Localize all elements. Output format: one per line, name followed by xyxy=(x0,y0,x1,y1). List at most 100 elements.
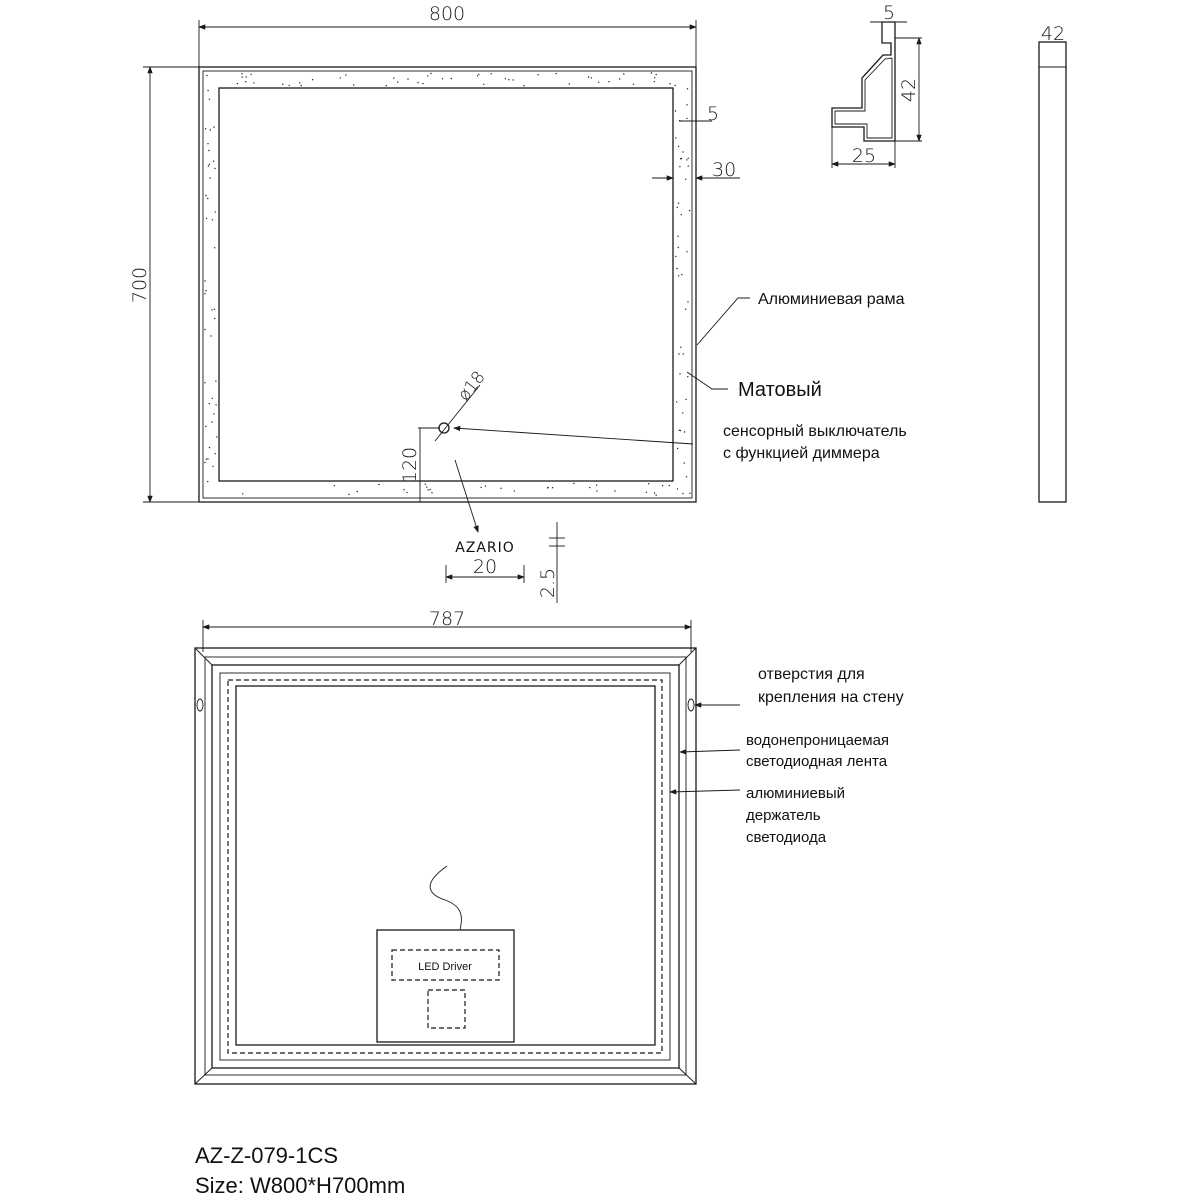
stipple-dot xyxy=(236,82,239,85)
stipple-dot xyxy=(208,163,211,165)
stipple-dot xyxy=(687,376,689,378)
side-view: 42 xyxy=(1038,23,1067,503)
stipple-dot xyxy=(245,76,247,78)
stipple-dot xyxy=(682,353,684,355)
depth-dimension: 42 xyxy=(1041,23,1065,45)
stipple-dot xyxy=(241,76,243,78)
stipple-dot xyxy=(619,78,621,80)
bevel-corner xyxy=(678,1067,697,1085)
stipple-dot xyxy=(614,490,616,492)
stipple-dot xyxy=(623,73,625,75)
switch-diameter: ø18 xyxy=(454,368,489,406)
frame-back xyxy=(211,664,680,1069)
stipple-dot xyxy=(429,488,431,491)
stipple-dot xyxy=(333,485,335,487)
stipple-dot xyxy=(632,83,635,86)
power-cable xyxy=(429,865,462,931)
profile-outline xyxy=(831,21,896,142)
stipple-dot xyxy=(207,197,209,200)
stipple-dot xyxy=(205,425,207,428)
stipple-dot xyxy=(555,72,557,75)
stipple-dot xyxy=(212,465,214,468)
stipple-dot xyxy=(677,202,680,204)
switch-label-2: с функцией диммера xyxy=(723,445,880,462)
switch-offset-dimension: 120 xyxy=(399,447,421,483)
wall-mount-hole xyxy=(687,698,695,712)
stipple-dot xyxy=(679,166,681,168)
stipple-dot xyxy=(484,485,487,487)
stipple-dot xyxy=(483,83,485,86)
stipple-dot xyxy=(551,487,554,489)
stipple-dot xyxy=(678,429,681,431)
stipple-dot xyxy=(214,167,216,170)
stipple-dot xyxy=(645,491,648,494)
stipple-dot xyxy=(441,78,444,80)
stipple-dot xyxy=(207,458,209,460)
strip-label-1: водонепроницаемая xyxy=(746,732,889,749)
stipple-dot xyxy=(682,151,684,153)
stipple-dot xyxy=(677,246,679,249)
stipple-dot xyxy=(206,74,208,77)
height-dimension: 700 xyxy=(129,267,151,303)
stipple-dot xyxy=(204,128,207,130)
frame-label: Алюминиевая рама xyxy=(758,291,905,308)
stipple-dot xyxy=(208,446,211,449)
stipple-dot xyxy=(300,84,302,87)
stipple-dot xyxy=(213,413,215,415)
stipple-dot xyxy=(677,145,680,147)
profile-inner xyxy=(834,57,893,139)
matte-leader xyxy=(686,371,728,390)
stipple-dot xyxy=(653,81,655,83)
holes-label-2: крепления на стену xyxy=(758,689,904,706)
stipple-dot xyxy=(476,75,479,77)
stipple-dot xyxy=(682,492,684,495)
bevel-corner xyxy=(678,647,697,666)
stipple-dot xyxy=(655,494,657,496)
stipple-dot xyxy=(654,77,656,79)
stipple-dot xyxy=(211,219,213,221)
back-width-dimension: 787 xyxy=(429,608,465,630)
stipple-dot xyxy=(204,293,206,295)
stipple-dot xyxy=(348,493,350,496)
stipple-dot xyxy=(213,126,215,128)
stipple-dot xyxy=(480,486,482,489)
stipple-dot xyxy=(210,335,212,337)
stipple-dot xyxy=(211,397,213,399)
stipple-dot xyxy=(686,117,688,120)
holder-outline xyxy=(219,672,671,1061)
stipple-dot xyxy=(681,273,683,276)
stipple-dot xyxy=(680,157,683,160)
stipple-dot xyxy=(242,493,244,495)
stipple-dot xyxy=(397,81,399,83)
stipple-dot xyxy=(608,81,610,83)
stipple-dot xyxy=(339,77,341,79)
stipple-dot xyxy=(676,447,679,450)
stipple-dot xyxy=(214,453,216,455)
stipple-dot xyxy=(478,73,480,76)
stipple-dot xyxy=(685,178,687,180)
frame-gap-dimension: 5 xyxy=(707,103,719,125)
stipple-dot xyxy=(214,317,216,320)
stipple-dot xyxy=(678,275,680,277)
stipple-dot xyxy=(573,482,575,485)
frame-leader xyxy=(696,297,750,346)
stipple-dot xyxy=(547,486,549,489)
logo-height-dimension: 2.5 xyxy=(537,568,559,598)
stipple-dot xyxy=(686,88,689,90)
stipple-dot xyxy=(677,235,679,237)
stipple-dot xyxy=(650,72,653,74)
stipple-dot xyxy=(675,401,678,403)
logo-leader xyxy=(454,459,479,533)
stipple-dot xyxy=(504,78,507,80)
stipple-dot xyxy=(205,217,208,219)
stipple-dot xyxy=(211,421,213,423)
stipple-dot xyxy=(687,301,689,303)
strip-leader xyxy=(679,749,741,755)
stipple-dot xyxy=(685,398,687,401)
holes-label-1: отверстия для xyxy=(758,666,865,683)
stipple-dot xyxy=(378,483,380,486)
holder-label-3: светодиода xyxy=(746,829,827,846)
stipple-dot xyxy=(253,82,255,84)
